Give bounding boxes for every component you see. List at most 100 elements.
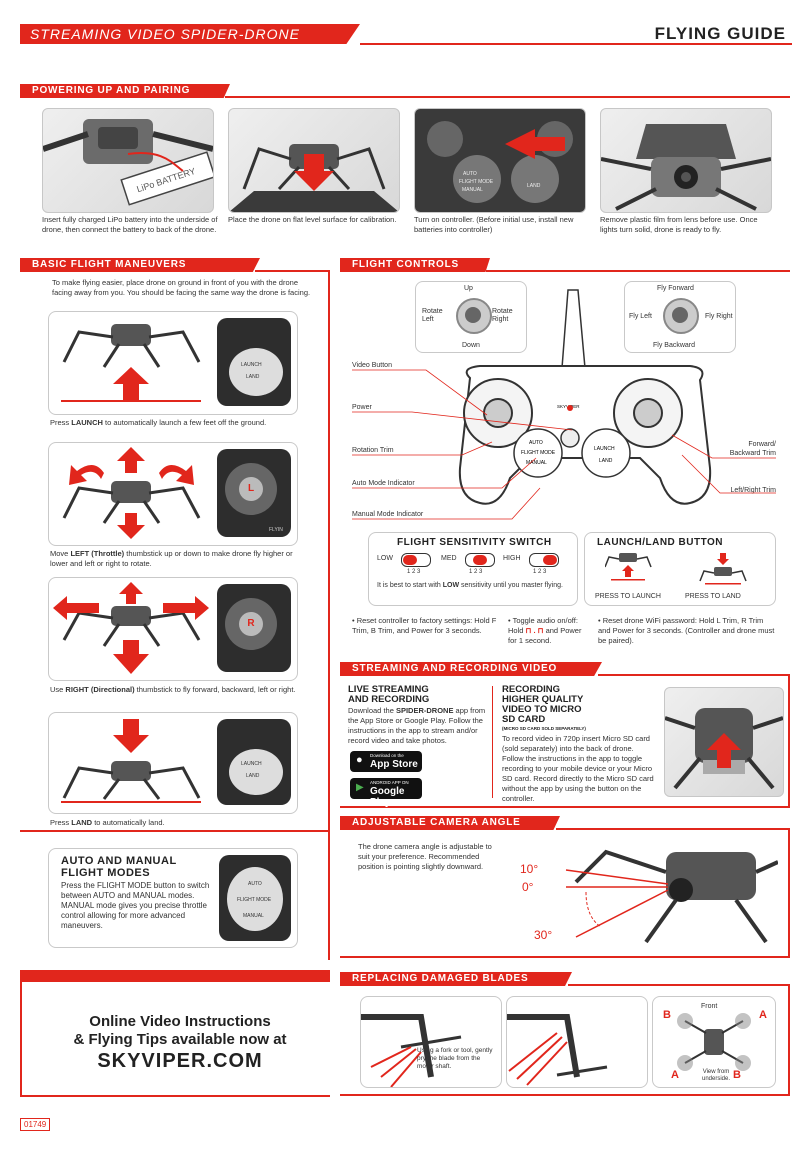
drone-lens-illustration: [601, 124, 771, 211]
drone-land-illustration: [61, 719, 201, 803]
blade-layout-diagram: Front B A A B View from underside.: [652, 996, 776, 1088]
header-rule: [360, 43, 792, 45]
callout-fb-trim: Forward/ Backward Trim: [729, 441, 776, 457]
header-red-band: STREAMING VIDEO SPIDER-DRONE: [20, 24, 360, 44]
part-code: 01749: [20, 1118, 51, 1131]
controller-closeup-illustration: AUTO FLIGHT MODE MANUAL LAND: [415, 109, 585, 212]
section-header-controls: FLIGHT CONTROLS: [340, 258, 490, 272]
launchland-panel: LAUNCH/LAND BUTTON PRESS TO LAUNCH PRESS…: [584, 532, 776, 606]
camera-angle-illustration: [565, 849, 778, 944]
directional-panel: R: [48, 577, 298, 681]
right-stick-closeup: R: [217, 584, 291, 672]
land-controller-closeup: LAUNCH LAND: [217, 719, 291, 805]
left-stick-diagram: Up Rotate Left Rotate Right Down: [415, 281, 527, 353]
svg-text:AUTO: AUTO: [529, 440, 543, 446]
lens-photo: [600, 108, 772, 213]
sd-card-note: (MICRO SD CARD SOLD SEPARATELY): [502, 726, 586, 731]
tip-reset-wifi: • Reset drone WiFi password: Hold L Trim…: [598, 616, 775, 645]
section-header-blades: REPLACING DAMAGED BLADES: [340, 972, 572, 986]
angle-0: 0°: [522, 880, 534, 894]
pairing-caption-2: Place the drone on flat level surface fo…: [228, 215, 397, 224]
launch-panel: LAUNCH LAND: [48, 311, 298, 415]
modes-text: Press the FLIGHT MODE button to switch b…: [61, 881, 210, 930]
svg-text:FLIGHT MODE: FLIGHT MODE: [459, 179, 494, 185]
section-header: POWERING UP AND PAIRING: [20, 84, 230, 98]
svg-text:LAUNCH: LAUNCH: [594, 446, 615, 452]
level-surface-photo: [228, 108, 400, 213]
camera-text: The drone camera angle is adjustable to …: [358, 842, 492, 871]
tip-toggle-audio: • Toggle audio on/off: Hold ⊓ . ⊓ and Po…: [508, 616, 582, 645]
website-link[interactable]: SKYVIPER.COM: [97, 1050, 263, 1072]
blade-positions-illustration: [677, 1013, 751, 1071]
angle-30: 30°: [534, 928, 553, 942]
svg-text:MANUAL: MANUAL: [526, 460, 547, 466]
pairing-caption-4: Remove plastic film from lens before use…: [600, 215, 758, 234]
fork-pry-illustration-2: [507, 1014, 608, 1086]
svg-text:MANUAL: MANUAL: [462, 187, 483, 193]
callout-video: Video Button: [352, 362, 392, 369]
camera-angle-photo: 10° 0° 30°: [516, 842, 778, 946]
land-caption: Press LAND to automatically land.: [50, 818, 165, 827]
sensitivity-switch-med[interactable]: [465, 553, 495, 567]
pairing-caption-3: Turn on controller. (Before initial use,…: [414, 215, 574, 234]
recording-text: To record video in 720p insert Micro SD …: [502, 734, 654, 803]
sensitivity-switch-high[interactable]: [529, 553, 559, 567]
app-store-badge[interactable]: ● Download on the App Store: [350, 751, 422, 772]
guide-title: FLYING GUIDE: [654, 24, 786, 43]
drone-rear-illustration: [665, 708, 783, 790]
svg-text:LAND: LAND: [527, 183, 541, 189]
sd-card-photo: [664, 687, 784, 797]
live-streaming-text: Download the SPIDER-DRONE app from the A…: [348, 706, 486, 745]
callout-lr-trim: Left/Right Trim: [730, 487, 776, 494]
controller-diagram: AUTO FLIGHT MODE MANUAL LAUNCH LAND SKYV…: [458, 289, 712, 505]
header-bar: STREAMING VIDEO SPIDER-DRONE FLYING GUID…: [20, 24, 792, 45]
flight-mode-button: AUTO FLIGHT MODE MANUAL: [227, 867, 283, 931]
drone-launch-illustration: [61, 324, 201, 402]
blade-text: Using a fork or tool, gently pry the bla…: [417, 1047, 493, 1070]
flight-mode-closeup: AUTO FLIGHT MODE MANUAL: [219, 855, 291, 941]
callout-rotation-trim: Rotation Trim: [352, 447, 394, 454]
google-play-badge[interactable]: ▶ ANDROID APP ON Google Play: [350, 778, 422, 808]
launch-controller-closeup: LAUNCH LAND: [217, 318, 291, 406]
launch-land-button: LAUNCH LAND: [229, 348, 283, 396]
basic-intro: To make flying easier, place drone on gr…: [52, 278, 311, 297]
pairing-caption-1: Insert fully charged LiPo battery into t…: [42, 215, 218, 234]
sensitivity-switch-low[interactable]: [401, 553, 431, 567]
launch-caption: Press LAUNCH to automatically launch a f…: [50, 418, 267, 427]
drone-directional-illustration: [53, 582, 209, 674]
fork-pry-illustration-1: [361, 1014, 462, 1088]
section-header-camera: ADJUSTABLE CAMERA ANGLE: [340, 816, 560, 830]
callout-manual-indicator: Manual Mode Indicator: [352, 511, 424, 518]
callout-auto-indicator: Auto Mode Indicator: [352, 480, 415, 487]
sensitivity-note: It is best to start with LOW sensitivity…: [377, 582, 563, 589]
left-stick: L: [239, 477, 263, 501]
blade-removal-2: [506, 996, 648, 1088]
section-header-streaming: STREAMING AND RECORDING VIDEO: [340, 662, 602, 676]
blade-removal-1: Using a fork or tool, gently pry the bla…: [360, 996, 502, 1088]
product-title: STREAMING VIDEO SPIDER-DRONE: [30, 26, 300, 42]
directional-caption: Use RIGHT (Directional) thumbstick to fl…: [50, 685, 296, 694]
drone-on-surface-illustration: [229, 144, 399, 212]
apple-icon: ●: [356, 754, 363, 766]
right-stick-diagram: Fly Forward Fly Left Fly Right Fly Backw…: [624, 281, 736, 353]
drone-battery-illustration: LiPo BATTERY: [43, 119, 213, 206]
launchland-icons: [605, 553, 747, 585]
sensitivity-panel: FLIGHT SENSITIVITY SWITCH LOW 1 2 3 MED …: [368, 532, 578, 606]
right-stick: R: [239, 612, 263, 636]
section-header-basic: BASIC FLIGHT MANEUVERS: [20, 258, 260, 272]
sensitivity-title: FLIGHT SENSITIVITY SWITCH: [397, 537, 552, 548]
angle-10: 10°: [520, 862, 539, 876]
callout-lines: [352, 369, 776, 520]
svg-text:FLIGHT MODE: FLIGHT MODE: [521, 450, 556, 456]
svg-text:LAND: LAND: [599, 458, 613, 464]
left-stick-closeup: L FLYIN: [217, 449, 291, 537]
callout-power: Power: [352, 404, 372, 411]
tip-reset-controller: • Reset controller to factory settings: …: [352, 616, 497, 635]
drone-throttle-illustration: [62, 447, 201, 539]
throttle-panel: L FLYIN: [48, 442, 298, 546]
land-panel: LAUNCH LAND: [48, 712, 298, 814]
